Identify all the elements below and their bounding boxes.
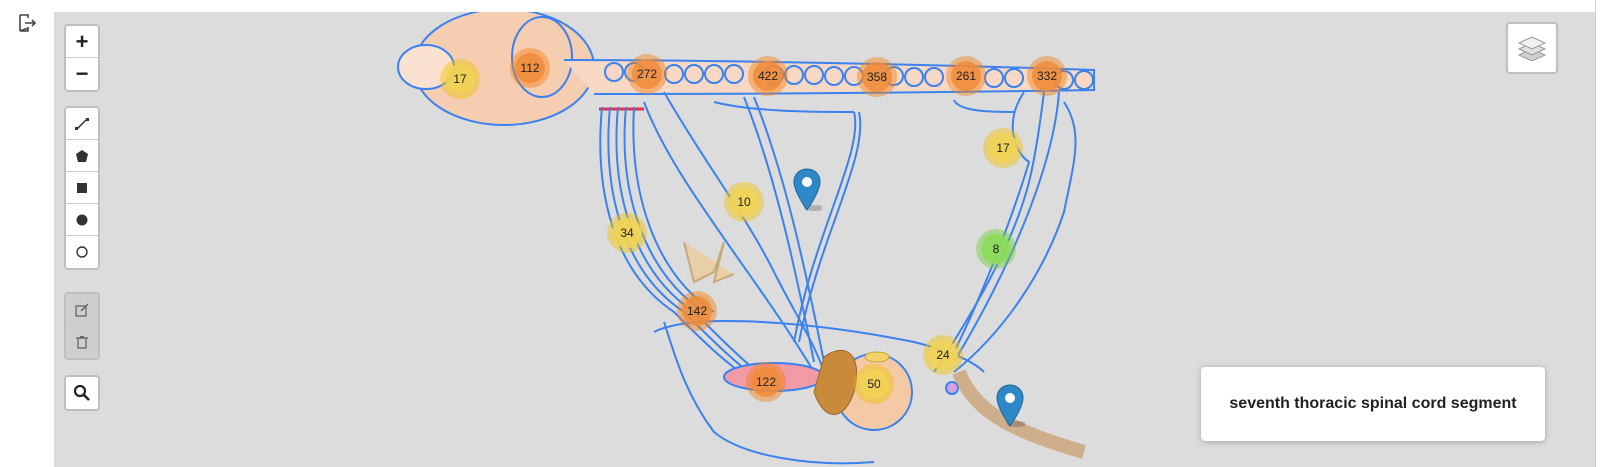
rectangle-icon	[77, 182, 87, 193]
marker-cluster[interactable]: 422	[748, 56, 788, 96]
trash-icon	[76, 336, 88, 349]
body-outline	[663, 321, 875, 465]
marker-cluster[interactable]: 332	[1027, 56, 1067, 96]
circle-icon	[76, 214, 88, 225]
delete-layers-button[interactable]	[66, 326, 98, 358]
draw-polygon-button[interactable]	[66, 140, 98, 172]
edit-layers-button[interactable]	[66, 294, 98, 326]
zoom-in-button[interactable]: +	[66, 26, 98, 58]
cluster-count: 122	[751, 367, 781, 397]
marker-cluster[interactable]: 122	[746, 362, 786, 402]
zoom-out-button[interactable]: −	[75, 61, 89, 86]
marker-cluster[interactable]: 261	[946, 56, 986, 96]
layers-control-button[interactable]	[1506, 22, 1558, 74]
layers-icon	[1517, 36, 1547, 61]
cluster-count: 34	[612, 218, 642, 248]
cluster-count: 24	[928, 340, 958, 370]
zoom-control: + −	[64, 24, 100, 92]
draw-rectangle-button[interactable]	[66, 172, 98, 204]
cerebellum-shape	[511, 16, 573, 98]
marker-cluster[interactable]: 24	[923, 335, 963, 375]
scrollbar-edge	[1595, 0, 1606, 467]
cluster-count: 50	[859, 369, 889, 399]
bladder-shape	[813, 349, 858, 415]
search-icon	[73, 384, 90, 401]
cluster-count: 112	[515, 53, 545, 83]
draw-circle-button[interactable]	[66, 204, 98, 236]
polyline-icon	[75, 117, 89, 130]
cluster-count: 17	[988, 133, 1018, 163]
polygon-icon	[76, 149, 88, 162]
cluster-count: 332	[1032, 61, 1062, 91]
sidebar	[0, 0, 54, 467]
marker-cluster[interactable]: 17	[440, 59, 480, 99]
search-button[interactable]	[66, 377, 98, 409]
draw-polyline-button[interactable]	[66, 108, 98, 140]
draw-toolbar	[64, 106, 100, 270]
map-marker-icon[interactable]	[995, 384, 1025, 428]
marker-cluster[interactable]: 17	[983, 128, 1023, 168]
cluster-count: 8	[981, 234, 1011, 264]
marker-cluster[interactable]: 142	[677, 291, 717, 331]
map-marker-icon[interactable]	[792, 168, 822, 212]
marker-cluster[interactable]: 112	[510, 48, 550, 88]
ear-shape	[683, 241, 735, 284]
marker-cluster[interactable]: 8	[976, 229, 1016, 269]
draw-circlemarker-button[interactable]	[66, 236, 98, 268]
marker-cluster[interactable]: 34	[607, 213, 647, 253]
kidney-shape	[864, 351, 890, 363]
cluster-count: 422	[753, 61, 783, 91]
organ-dot	[945, 381, 959, 395]
pelvic-shape	[952, 369, 1086, 459]
marker-cluster[interactable]: 50	[854, 364, 894, 404]
marker-cluster[interactable]: 358	[857, 57, 897, 97]
cluster-count: 272	[632, 59, 662, 89]
info-box-label: seventh thoracic spinal cord segment	[1229, 395, 1517, 412]
nerve-bundles	[599, 91, 1077, 387]
edit-toolbar	[64, 292, 100, 360]
marker-cluster[interactable]: 272	[627, 54, 667, 94]
edit-icon	[75, 302, 89, 317]
cluster-count: 10	[729, 187, 759, 217]
search-control	[64, 375, 100, 411]
cluster-count: 17	[445, 64, 475, 94]
logout-icon[interactable]	[16, 12, 38, 34]
circle-marker-icon	[76, 246, 88, 258]
cluster-count: 142	[682, 296, 712, 326]
marker-cluster[interactable]: 10	[724, 182, 764, 222]
hover-info-box: seventh thoracic spinal cord segment	[1201, 367, 1545, 441]
map-top-border	[54, 0, 1606, 12]
flatmap-viewer[interactable]: + −	[54, 12, 1596, 467]
cluster-count: 358	[862, 62, 892, 92]
cluster-count: 261	[951, 61, 981, 91]
